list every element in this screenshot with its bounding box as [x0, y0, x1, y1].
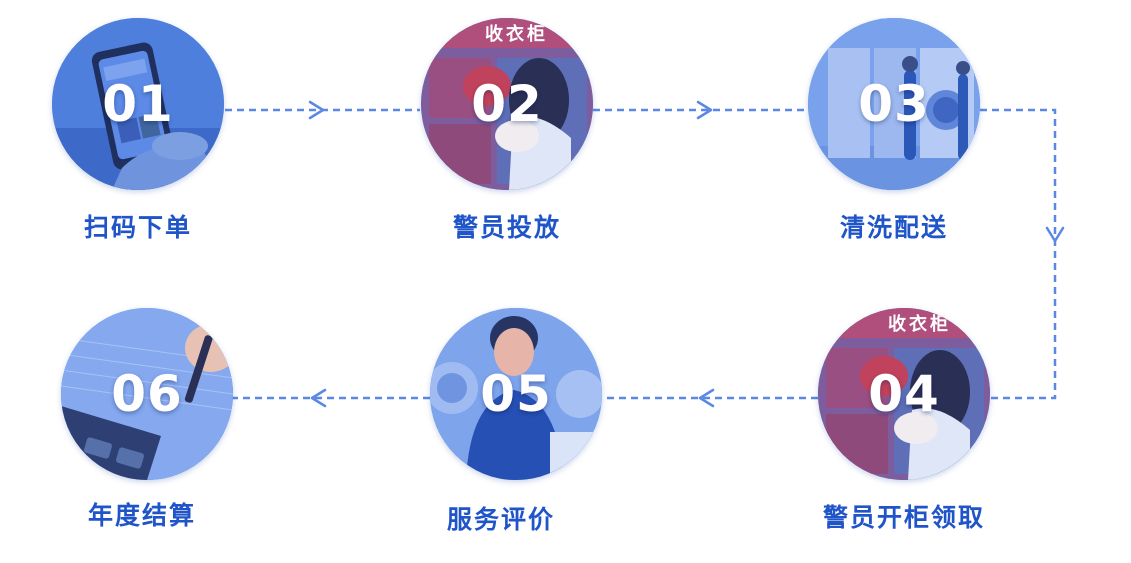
step-03-circle: 03 — [808, 18, 980, 190]
step-03-label: 清洗配送 — [839, 213, 948, 242]
step-05-label: 服务评价 — [446, 505, 555, 534]
arrow-right-icon — [696, 100, 713, 120]
step-number: 02 — [471, 75, 543, 133]
step-06-circle: 06 — [61, 308, 233, 480]
step-01-label: 扫码下单 — [83, 213, 192, 242]
laundry-machines-photo — [808, 18, 980, 190]
calculator-settlement-photo — [61, 308, 233, 480]
locker-sign: 收衣柜 — [888, 314, 951, 335]
step-05-circle: 05 — [430, 308, 602, 480]
step-number: 04 — [868, 365, 940, 423]
locker-pickup-photo — [818, 308, 990, 480]
arrow-down-icon — [1045, 226, 1065, 243]
step-number: 05 — [480, 365, 552, 423]
locker-drop-off-photo — [421, 18, 593, 190]
step-06-label: 年度结算 — [87, 501, 196, 530]
step-01-circle: 01 — [52, 18, 224, 190]
arrow-left-icon — [310, 388, 327, 408]
locker-sign: 收衣柜 — [485, 24, 548, 45]
connector-03-04 — [980, 108, 1057, 400]
step-02-circle: 收衣柜 02 — [421, 18, 593, 190]
arrow-left-icon — [698, 388, 715, 408]
step-number: 03 — [858, 75, 930, 133]
phone-ordering-photo — [52, 18, 224, 190]
step-02-label: 警员投放 — [452, 213, 561, 242]
step-04-label: 警员开柜领取 — [822, 503, 985, 532]
step-number: 01 — [102, 75, 174, 133]
service-staff-photo — [430, 308, 602, 480]
arrow-right-icon — [308, 100, 325, 120]
step-04-circle: 收衣柜 04 — [818, 308, 990, 480]
step-number: 06 — [111, 365, 183, 423]
